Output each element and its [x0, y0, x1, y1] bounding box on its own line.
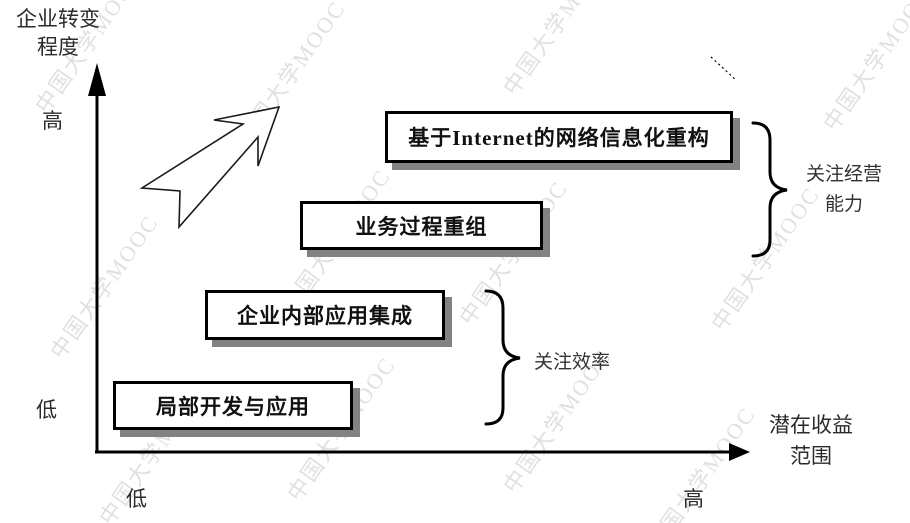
- brace-capability-label-line2: 能力: [824, 194, 863, 215]
- brace-capability-label: 关注经营 能力: [798, 160, 890, 220]
- x-axis-title-line2: 范围: [790, 444, 832, 468]
- stray-dash-mark: [710, 56, 737, 81]
- x-axis-title: 潜在收益 范围: [757, 410, 865, 472]
- brace-capability-icon: [751, 121, 788, 258]
- x-axis-arrowhead-icon: [729, 443, 750, 461]
- y-axis-arrowhead-icon: [88, 63, 106, 96]
- box-local-development: 局部开发与应用: [113, 381, 353, 430]
- growth-arrow-icon: [139, 105, 281, 230]
- box-business-process-reengineering: 业务过程重组: [300, 201, 543, 250]
- box-internet-reconstruction: 基于Internet的网络信息化重构: [385, 111, 733, 163]
- y-axis-title: 企业转变 程度: [2, 5, 114, 61]
- x-axis-high-label: 高: [683, 487, 704, 511]
- y-axis-high-label: 高: [42, 109, 63, 133]
- brace-efficiency-label: 关注效率: [534, 352, 611, 373]
- x-axis-low-label: 低: [126, 487, 147, 511]
- x-axis-title-line1: 潜在收益: [769, 413, 853, 437]
- y-axis-low-label: 低: [36, 398, 57, 422]
- y-axis-title-line2: 程度: [37, 35, 79, 59]
- brace-efficiency-icon: [484, 289, 521, 426]
- y-axis-title-line1: 企业转变: [16, 7, 100, 31]
- brace-capability-label-line1: 关注经营: [805, 164, 882, 185]
- box-enterprise-application-integration: 企业内部应用集成: [205, 290, 445, 340]
